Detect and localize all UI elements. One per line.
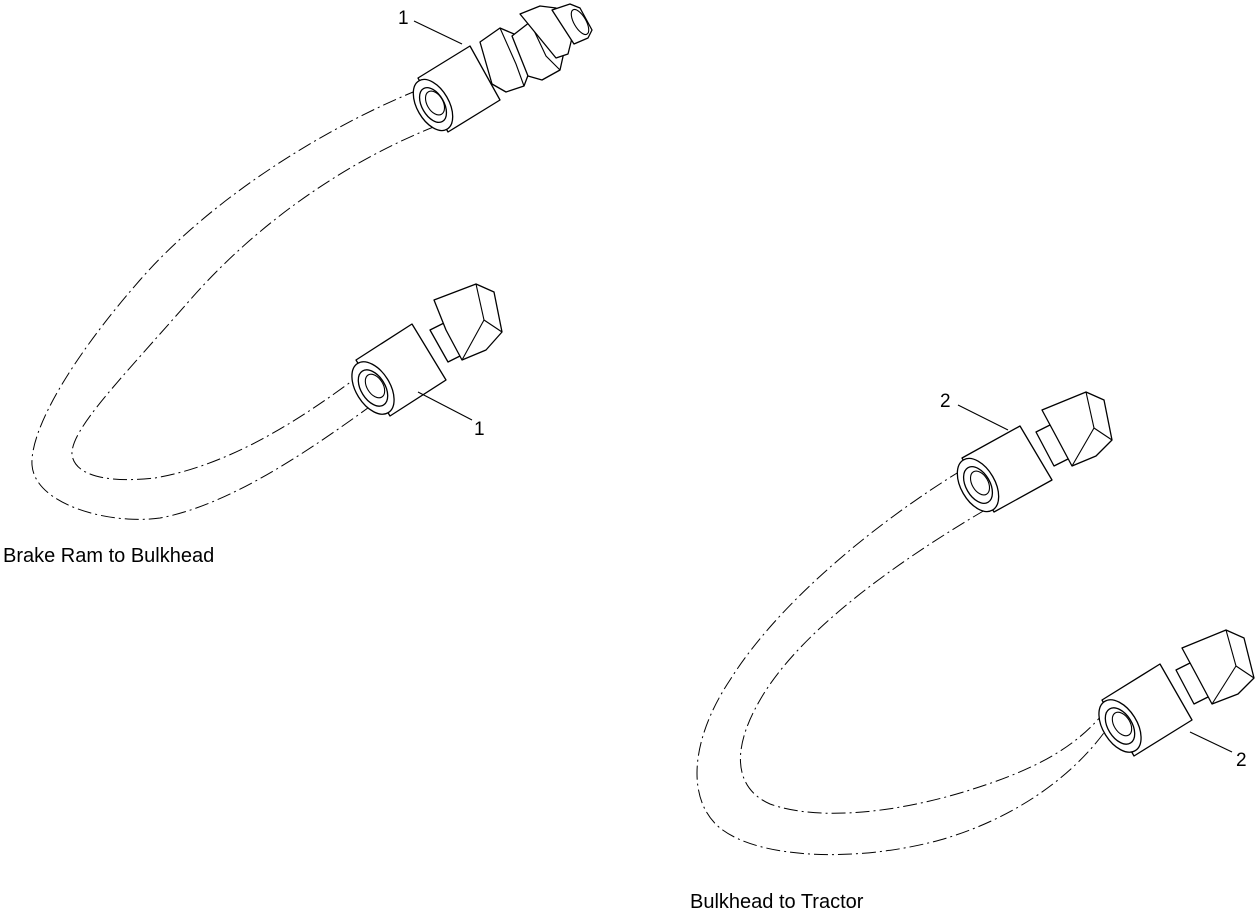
swivel-fitting-upper [956, 391, 1113, 513]
hose-assembly-brake-ram-to-bulkhead: 1 1 Brake Ram to Bulkhead [3, 3, 593, 567]
callout-number-upper: 1 [398, 8, 409, 29]
callout-leader-lower [1189, 731, 1233, 753]
assembly-caption: Bulkhead to Tractor [690, 891, 864, 913]
assembly-caption: Brake Ram to Bulkhead [3, 545, 214, 567]
callout-leader-upper [413, 20, 463, 45]
hose-phantom-outline [31, 89, 437, 520]
swivel-fitting-lower [351, 283, 503, 417]
callout-number-lower: 1 [474, 419, 485, 440]
callout-number-lower: 2 [1236, 750, 1247, 771]
callout-leader-upper [957, 404, 1009, 431]
callout-leader-lower [417, 391, 473, 421]
callout-number-upper: 2 [940, 391, 951, 412]
hose-assembly-bulkhead-to-tractor: 2 2 Bulkhead to Tractor [690, 391, 1255, 913]
bulkhead-fitting-upper [412, 3, 593, 133]
hose-phantom-outline [696, 469, 1111, 856]
swivel-fitting-lower [1098, 629, 1255, 757]
